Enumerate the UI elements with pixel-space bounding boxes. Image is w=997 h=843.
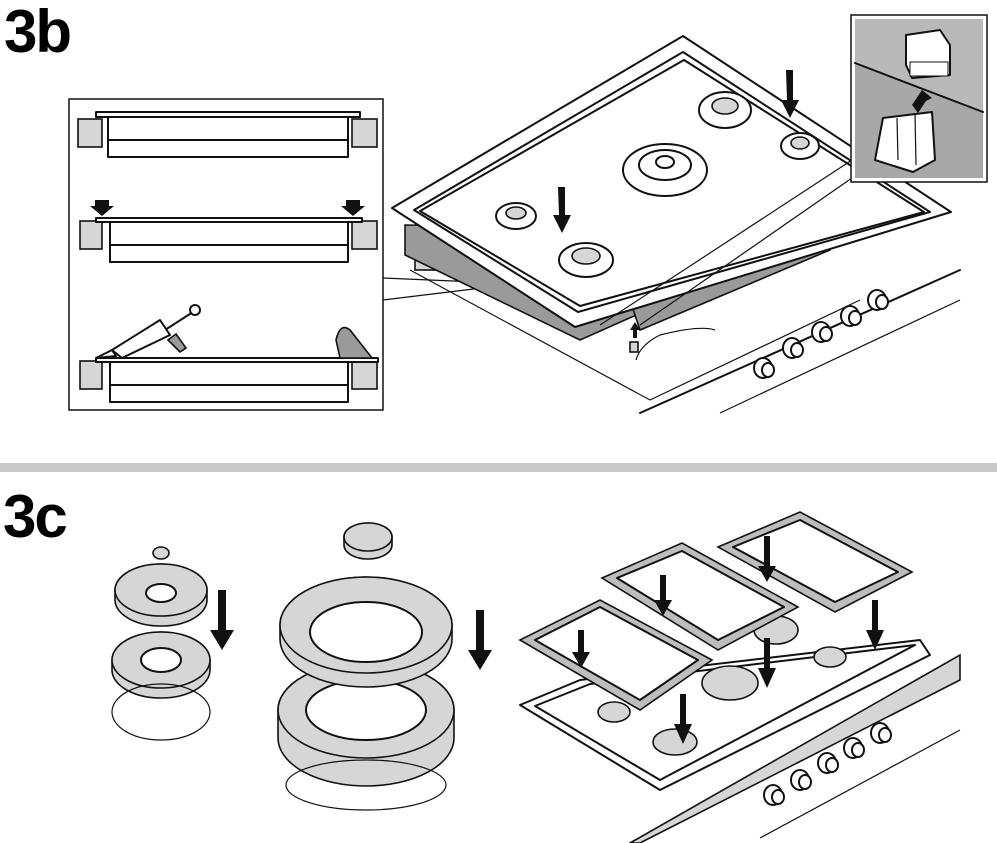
hob-installation-overview [391, 35, 961, 414]
burner-wok-center-icon [622, 143, 708, 197]
burner-icon [701, 665, 759, 701]
step-label-3c: 3c [3, 483, 68, 550]
cross-section-resting [77, 111, 378, 158]
burner-large-rear-icon [698, 91, 752, 129]
down-arrow-icon [866, 600, 884, 650]
burner-icon [652, 728, 698, 756]
knob-icon [763, 784, 785, 806]
knob-icon [867, 289, 889, 311]
burner-small-right-icon [780, 132, 820, 160]
burner-icon [813, 646, 847, 668]
down-arrow-icon [758, 536, 776, 582]
control-knobs [753, 289, 889, 379]
step-label-3b: 3b [4, 0, 72, 65]
press-arrow-left-icon [90, 200, 114, 216]
down-arrow-icon [758, 638, 776, 688]
cross-section-sealant [79, 304, 379, 403]
down-arrow-icon [572, 630, 590, 668]
up-arrow-icon [630, 322, 640, 338]
knob-icon [790, 769, 812, 791]
down-arrow-icon [468, 610, 492, 670]
detail-cross-sections-panel [68, 98, 501, 411]
down-arrow-icon [781, 70, 799, 118]
burner-large-front-icon [558, 242, 614, 278]
burner-icon [597, 701, 631, 723]
wok-burner-assembly [277, 522, 492, 811]
down-arrow-icon [674, 694, 692, 744]
cross-section-press-down [79, 200, 378, 263]
burner-small-left-icon [495, 202, 537, 230]
knob-icon [782, 337, 804, 359]
knob-icon [753, 357, 775, 379]
small-burner-assembly [111, 546, 234, 741]
knob-icon [870, 722, 892, 744]
sealant-gun-icon [95, 304, 201, 359]
connector-inset [850, 14, 988, 183]
down-arrow-icon [654, 575, 672, 616]
down-arrow-icon [553, 187, 571, 233]
push-up-arrow-icon [912, 90, 932, 113]
press-arrow-right-icon [341, 200, 365, 216]
knob-icon [843, 737, 865, 759]
section-divider [0, 463, 997, 472]
knob-icon [840, 305, 862, 327]
socket-icon [905, 29, 951, 79]
pan-supports-placement [518, 511, 961, 843]
burner-cap-icon [152, 546, 170, 560]
knob-icon [811, 321, 833, 343]
plug-connector-icon [874, 111, 936, 173]
smoothing-spatula-icon [335, 326, 374, 359]
down-arrow-icon [210, 590, 234, 650]
knob-icon [817, 752, 839, 774]
